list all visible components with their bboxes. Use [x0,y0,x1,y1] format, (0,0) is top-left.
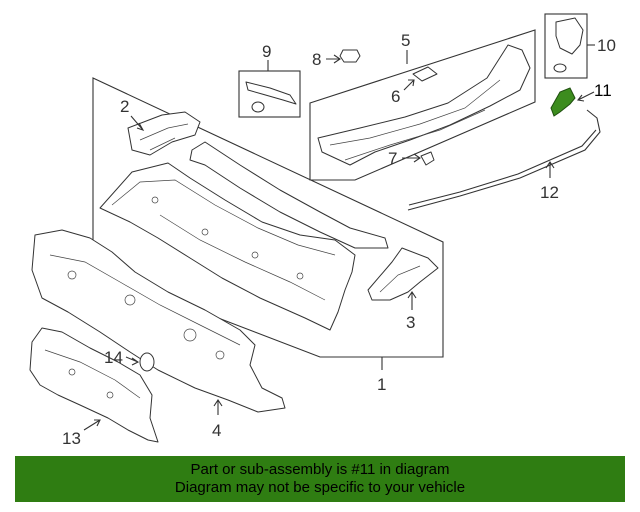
part-1-cowl-panel [99,162,356,331]
part-5-cowl-top [317,44,531,166]
callout-1: 1 [377,375,386,394]
callout-7: 7 [388,149,397,168]
banner-line-2: Diagram may not be specific to your vehi… [174,479,466,496]
callout-2: 2 [120,97,129,116]
leader-7 [402,153,421,163]
leader-4 [213,399,223,415]
callout-5: 5 [401,31,410,50]
info-banner: Part or sub-assembly is #11 in diagram D… [15,456,625,502]
callout-11: 11 [594,81,612,100]
part-10-panel [555,17,584,55]
leader-14 [125,356,140,366]
callout-8: 8 [312,50,321,69]
leader-6 [403,79,415,91]
part-2-bracket [127,111,201,156]
leader-12 [545,161,555,178]
part-3-bracket [367,247,439,301]
callout-14: 14 [104,348,123,367]
leader-2 [130,115,145,131]
part-7-plug [420,151,435,166]
callout-10: 10 [597,36,616,55]
assembly-5-outline [309,29,536,181]
callout-13: 13 [62,429,81,448]
part-8-clip [339,49,361,63]
leader-3 [407,291,417,310]
part-13-insulator [29,327,159,443]
leader-11 [576,91,595,102]
callout-9: 9 [262,42,271,61]
part-9-clip [251,101,265,113]
parts-diagram: 2 1 3 4 13 14 8 9 5 6 7 10 11 12 [29,13,616,448]
part-11-highlighted [550,87,576,117]
part-12-weatherstrip [407,109,601,211]
callout-4: 4 [212,421,221,440]
leader-8 [326,54,341,64]
part-6-plug [412,66,438,82]
part-9-box [238,70,301,118]
part-1-upper-strip [189,141,389,249]
callout-12: 12 [540,183,559,202]
part-14-grommet [139,352,155,372]
part-10-clip [553,63,567,73]
leader-13 [83,419,101,431]
part-4-dash-panel [31,229,286,413]
part-10-box [544,13,588,79]
banner-line-1: Part or sub-assembly is #11 in diagram [190,461,450,478]
part-9-seal [245,81,297,105]
callout-6: 6 [391,87,400,106]
callout-3: 3 [406,313,415,332]
